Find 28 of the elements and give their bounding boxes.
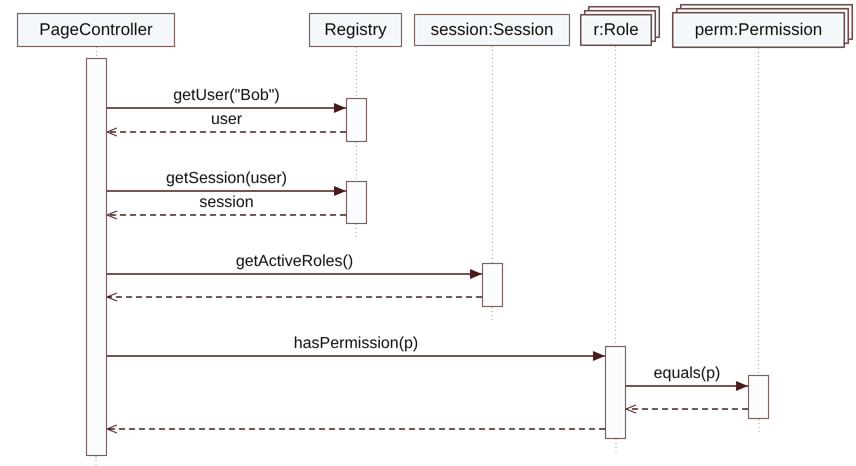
message-arrow (107, 351, 605, 361)
activation-bar (748, 375, 769, 419)
edge-label: getUser("Bob") (171, 87, 282, 105)
return-arrow (106, 292, 482, 302)
message-arrow (107, 269, 482, 279)
return-arrow (106, 210, 346, 220)
return-arrow (626, 404, 748, 414)
object-box: PageController (17, 13, 175, 47)
edge-label: getSession(user) (164, 170, 289, 188)
activation-bar (346, 181, 367, 224)
activation-bar (605, 346, 626, 439)
edge-label: hasPermission(p) (292, 335, 420, 353)
edge-label: equals(p) (652, 365, 722, 383)
object-box: Registry (309, 13, 402, 47)
message-arrow (626, 381, 748, 391)
return-arrow (106, 424, 605, 434)
stacked-object-box (672, 4, 853, 48)
object-name: perm:Permission (694, 19, 824, 41)
object-name: r:Role (592, 19, 640, 41)
activation-bar (346, 98, 367, 142)
edge-label: getActiveRoles() (234, 253, 356, 271)
message-arrow (107, 186, 346, 196)
object-box: session:Session (414, 14, 570, 46)
activation-bar (86, 58, 107, 456)
message-arrow (107, 103, 346, 113)
return-arrow (106, 128, 346, 136)
stacked-object-box (580, 6, 660, 46)
activation-bar (482, 263, 503, 307)
